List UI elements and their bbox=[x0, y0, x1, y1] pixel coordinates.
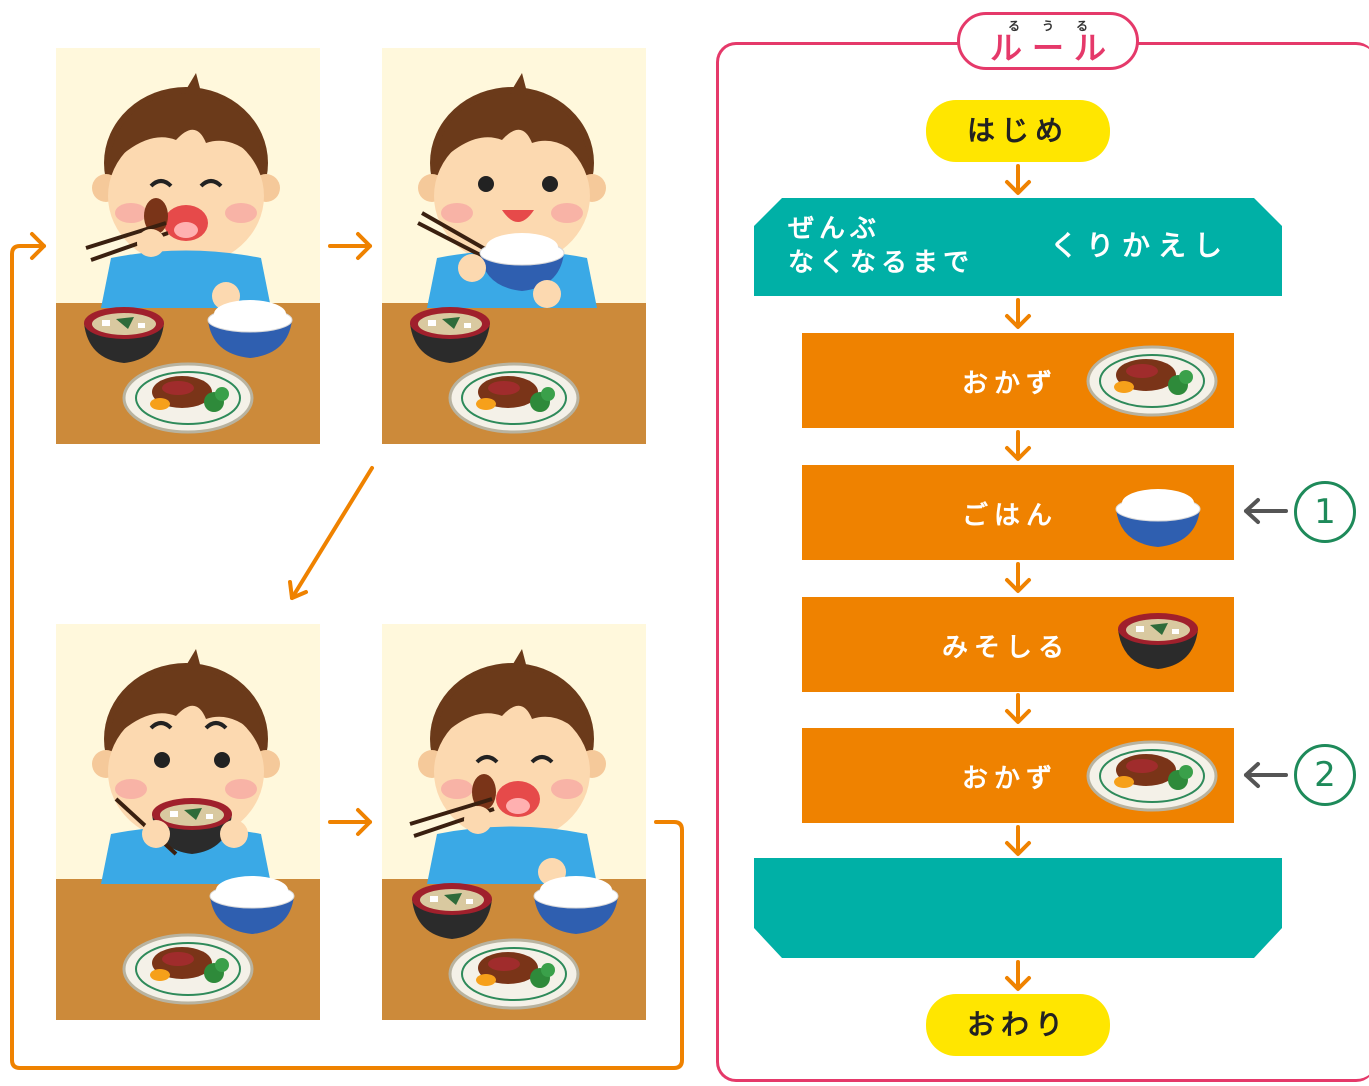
marker-1: 1 bbox=[1294, 481, 1356, 543]
scene-arrows bbox=[10, 232, 684, 1070]
scene-panel-4 bbox=[382, 624, 646, 1020]
flow-arrow-down bbox=[1005, 430, 1031, 461]
step-label: おかず bbox=[962, 764, 1059, 794]
rule-title: るうる ルール bbox=[957, 12, 1139, 70]
flow-arrow-down bbox=[1005, 825, 1031, 856]
rule-title-text: ルール bbox=[989, 29, 1116, 67]
step-label: おかず bbox=[962, 369, 1059, 399]
step-rice: ごはん bbox=[802, 465, 1234, 560]
step-okazu-1: おかず bbox=[802, 333, 1234, 428]
loop-action-label: くりかえし bbox=[1050, 229, 1231, 262]
loop-condition-line2: なくなるまで bbox=[788, 248, 975, 278]
flow-arrow-down bbox=[1005, 960, 1031, 991]
loop-start-block: ぜんぶ なくなるまで くりかえし bbox=[754, 198, 1282, 296]
scene-panel-3 bbox=[56, 624, 320, 1020]
hamburger-plate-icon bbox=[1086, 740, 1218, 812]
scene-panel-1 bbox=[56, 48, 320, 444]
step-okazu-2: おかず bbox=[802, 728, 1234, 823]
scene-panel-2 bbox=[382, 48, 646, 444]
start-terminal: はじめ bbox=[926, 100, 1110, 162]
step-label: みそしる bbox=[942, 633, 1071, 663]
rice-bowl-icon bbox=[1115, 488, 1201, 548]
loop-condition-line1: ぜんぶ bbox=[788, 214, 882, 244]
marker-arrow-2 bbox=[1244, 762, 1288, 788]
flow-arrow-down bbox=[1005, 164, 1031, 195]
marker-2: 2 bbox=[1294, 744, 1356, 806]
rule-title-ruby: るうる bbox=[1007, 19, 1110, 33]
miso-soup-icon bbox=[1118, 613, 1198, 669]
step-miso-soup: みそしる bbox=[802, 597, 1234, 692]
flow-arrow-down bbox=[1005, 298, 1031, 329]
marker-arrow-1 bbox=[1244, 498, 1288, 524]
end-terminal: おわり bbox=[926, 994, 1110, 1056]
step-label: ごはん bbox=[962, 501, 1059, 531]
flow-arrow-down bbox=[1005, 693, 1031, 724]
loop-end-block bbox=[754, 858, 1282, 958]
flow-arrow-down bbox=[1005, 562, 1031, 593]
hamburger-plate-icon bbox=[1086, 345, 1218, 417]
